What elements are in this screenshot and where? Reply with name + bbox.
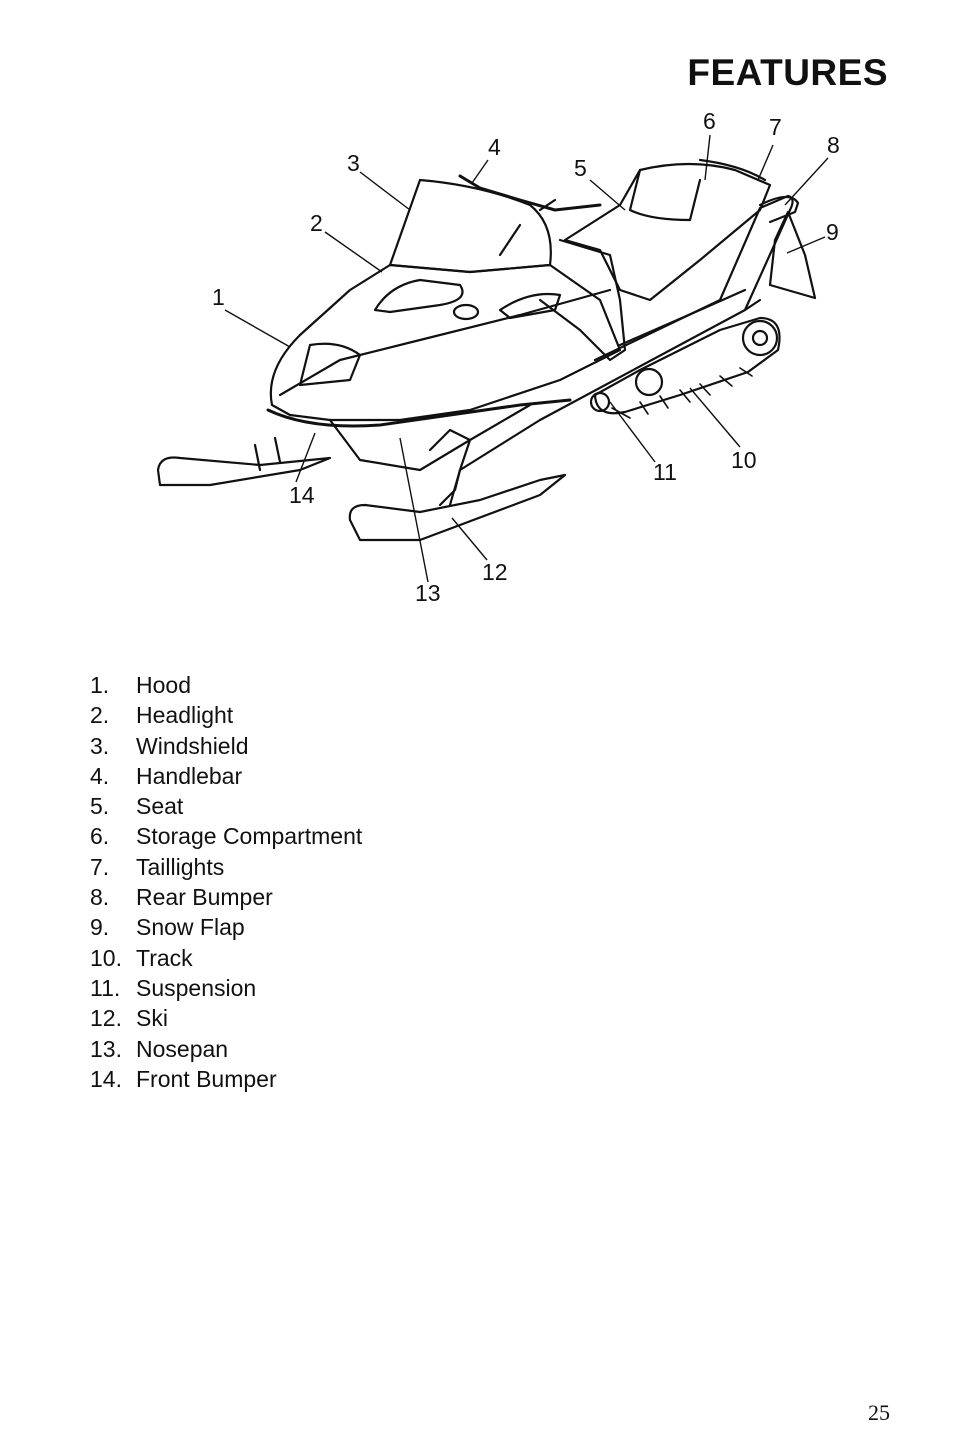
callout-8: 8 — [827, 132, 840, 158]
legend-label: Ski — [136, 1005, 168, 1032]
legend-item: 11. Suspension — [90, 973, 362, 1003]
callout-7: 7 — [769, 114, 782, 140]
legend-label: Taillights — [136, 853, 225, 880]
legend-item: 7. Taillights — [90, 852, 362, 882]
ski-left-shape — [156, 456, 332, 487]
legend-item: 5. Seat — [90, 791, 362, 821]
legend-label: Windshield — [136, 732, 249, 759]
legend-label: Front Bumper — [136, 1065, 277, 1092]
legend-number: 8. — [90, 884, 110, 911]
legend-item: 14. Front Bumper — [90, 1064, 362, 1094]
legend-item: 8. Rear Bumper — [90, 882, 362, 912]
legend-item: 10. Track — [90, 943, 362, 973]
legend-label: Hood — [136, 672, 191, 698]
snow-flap-shape — [768, 210, 817, 300]
callout-1: 1 — [212, 284, 225, 310]
hood-shape — [269, 263, 622, 422]
callout-3: 3 — [347, 150, 360, 176]
legend-label: Rear Bumper — [136, 884, 273, 911]
callout-2: 2 — [310, 210, 323, 236]
callout-4: 4 — [488, 134, 501, 160]
windshield-shape — [388, 178, 552, 274]
callout-14: 14 — [289, 482, 315, 508]
legend-label: Headlight — [136, 702, 234, 729]
legend-number: 6. — [90, 823, 110, 850]
legend-number: 12. — [90, 1005, 122, 1032]
legend-number: 7. — [90, 853, 110, 880]
legend-label: Seat — [136, 793, 184, 820]
callout-13: 13 — [415, 580, 441, 606]
legend-label: Storage Compartment — [136, 823, 363, 850]
legend-label: Track — [136, 944, 193, 971]
callout-9: 9 — [826, 219, 839, 245]
legend-number: 2. — [90, 702, 110, 729]
callout-6: 6 — [703, 108, 716, 134]
legend-item: 12. Ski — [90, 1003, 362, 1033]
legend-number: 3. — [90, 732, 110, 759]
legend-item: 13. Nosepan — [90, 1034, 362, 1064]
legend-number: 1. — [90, 672, 110, 698]
legend-number: 10. — [90, 944, 122, 971]
page-number: 25 — [868, 1400, 890, 1425]
track-outline — [593, 316, 781, 415]
handlebar-shape — [458, 174, 602, 212]
front-bumper-shape — [266, 398, 572, 428]
legend-item: 9. Snow Flap — [90, 912, 362, 942]
legend-number: 9. — [90, 914, 110, 941]
ski-right-shape — [348, 473, 567, 542]
callout-12: 12 — [482, 559, 508, 585]
legend-label: Nosepan — [136, 1035, 229, 1062]
page-title: FEATURES — [687, 52, 888, 93]
legend-label: Snow Flap — [136, 914, 245, 941]
legend-item: 2. Headlight — [90, 700, 362, 730]
callout-5: 5 — [574, 155, 587, 181]
legend-item: 4. Handlebar — [90, 761, 362, 791]
legend-item: 3. Windshield — [90, 731, 362, 761]
legend-number: 14. — [90, 1065, 122, 1092]
legend-label: Handlebar — [136, 762, 243, 789]
legend-number: 4. — [90, 762, 110, 789]
seat-shape — [563, 162, 772, 302]
legend-number: 13. — [90, 1035, 122, 1062]
legend-item: 1. Hood — [90, 670, 362, 700]
snowmobile-diagram: 1 2 3 4 5 6 7 8 9 10 11 12 13 14 — [140, 100, 860, 620]
legend-number: 11. — [90, 974, 121, 1001]
nosepan-shape — [328, 403, 532, 472]
callout-11: 11 — [653, 459, 677, 485]
legend-number: 5. — [90, 793, 110, 820]
callout-10: 10 — [731, 447, 757, 473]
features-legend: 1. Hood 2. Headlight 3. Windshield 4. Handle… — [90, 670, 362, 1094]
legend-item: 6. Storage Compartment — [90, 821, 362, 851]
legend-label: Suspension — [136, 974, 257, 1001]
snowmobile-drawing: 1 2 3 4 5 6 7 8 9 10 11 12 13 14 — [156, 108, 840, 606]
